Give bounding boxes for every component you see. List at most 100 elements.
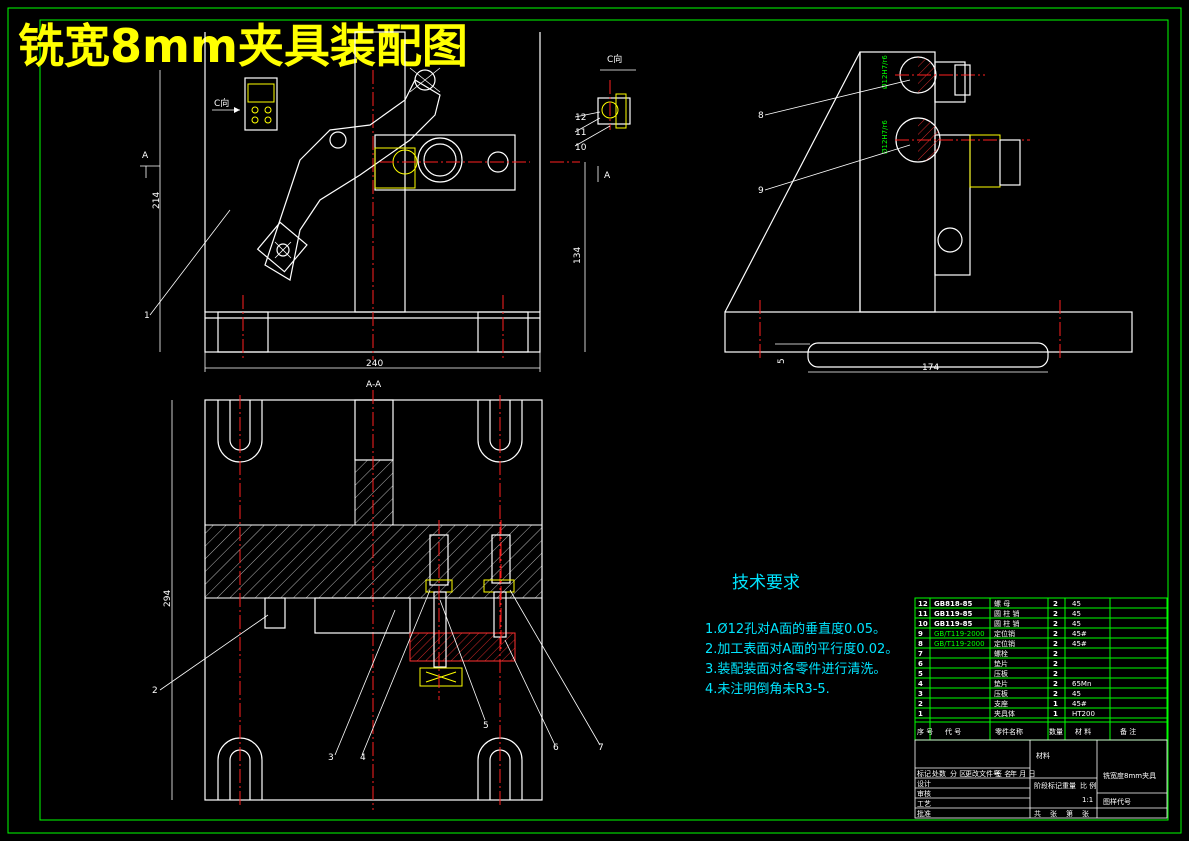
bom-row-qty: 1 xyxy=(1053,700,1058,708)
bom-row-no: 5 xyxy=(918,670,923,678)
bom-row-qty: 2 xyxy=(1053,680,1058,688)
bom-row-no: 11 xyxy=(918,610,928,618)
dim-5: 5 xyxy=(777,358,787,364)
balloon-4: 4 xyxy=(360,753,366,763)
bom-row-mat: 45 xyxy=(1072,610,1081,618)
bom-row-no: 8 xyxy=(918,640,923,648)
bom-row-qty: 2 xyxy=(1053,690,1058,698)
bom-header-name: 零件名称 xyxy=(995,727,1023,736)
bom-row-code: GB119-85 xyxy=(934,620,972,628)
dim-174: 174 xyxy=(922,363,939,373)
bom-row-name: 垫片 xyxy=(994,659,1008,668)
tol-a: Ø12H7/r6 xyxy=(881,55,889,89)
bom-row-name: 垫片 xyxy=(994,679,1008,688)
bom-row-code: GB/T119-2000 xyxy=(934,630,985,638)
bom-row-qty: 1 xyxy=(1053,710,1058,718)
bom-header-note: 备 注 xyxy=(1120,727,1136,736)
balloon-1: 1 xyxy=(144,311,150,321)
bom-row-mat: 65Mn xyxy=(1072,680,1091,688)
balloon-10: 10 xyxy=(575,143,587,153)
tb-row-label: 更改文件号 xyxy=(965,769,1000,778)
bom-row-name: 圆 柱 销 xyxy=(994,609,1019,618)
bom-row-qty: 2 xyxy=(1053,600,1058,608)
tech-req-item-2: 2.加工表面对A面的平行度0.02。 xyxy=(705,641,898,657)
tech-requirements: 技术要求 1.Ø12孔对A面的垂直度0.05。 2.加工表面对A面的平行度0.0… xyxy=(705,573,898,697)
bom-row-qty: 2 xyxy=(1053,640,1058,648)
bom-row-name: 压板 xyxy=(994,669,1008,678)
bom-row-no: 2 xyxy=(918,700,923,708)
bom-row-mat: 45 xyxy=(1072,600,1081,608)
outer-border xyxy=(7,7,1182,834)
section-arrow-left: A xyxy=(142,151,149,161)
drawing-title: 铣宽8mm夹具装配图 xyxy=(18,19,468,73)
tb-drawing-name: 铣宽度8mm夹具 xyxy=(1103,771,1156,780)
tech-req-item-3: 3.装配装面对各零件进行清洗。 xyxy=(705,661,886,677)
bom-row-name: 圆 柱 销 xyxy=(994,619,1019,628)
bom-row-no: 12 xyxy=(918,600,928,608)
balloon-7: 7 xyxy=(598,743,604,753)
bom-row-mat: 45# xyxy=(1072,700,1087,708)
bom-row-name: 夹具体 xyxy=(994,709,1015,718)
bom-row-name: 压板 xyxy=(994,689,1008,698)
bom-row-name: 支座 xyxy=(994,699,1008,708)
bom-row-mat: 45 xyxy=(1072,690,1081,698)
balloon-8: 8 xyxy=(758,111,764,121)
tb-row-label: 签 名 xyxy=(995,769,1011,778)
bom-row-name: 螺栓 xyxy=(994,649,1008,658)
balloon-9: 9 xyxy=(758,186,764,196)
inner-border xyxy=(39,19,1169,821)
bom-row-qty: 2 xyxy=(1053,620,1058,628)
tb-stage-label: 阶段标记 xyxy=(1034,781,1062,790)
balloon-5: 5 xyxy=(483,721,489,731)
bom-header-code: 代 号 xyxy=(945,727,961,736)
c-view-label-top: C向 xyxy=(607,53,622,65)
tb-sheet-label: 张 xyxy=(1082,809,1089,818)
balloon-2: 2 xyxy=(152,686,158,696)
bom-row-mat: 45# xyxy=(1072,630,1087,638)
bom-row-no: 6 xyxy=(918,660,923,668)
balloon-12: 12 xyxy=(575,113,586,123)
balloon-3: 3 xyxy=(328,753,334,763)
bom-row-name: 定位销 xyxy=(994,629,1015,638)
bom-row-qty: 2 xyxy=(1053,630,1058,638)
dim-134: 134 xyxy=(573,247,583,264)
front-view: C向 A A 214 134 240 1 xyxy=(140,31,611,372)
tb-row-label: 标记 xyxy=(917,769,931,778)
bom-header-no: 序 号 xyxy=(917,727,933,736)
balloon-11: 11 xyxy=(575,128,586,138)
tb-row-label: 处数 xyxy=(932,769,946,778)
tb-side-label: 工艺 xyxy=(917,800,931,808)
tb-row-label: 年 月 日 xyxy=(1010,769,1035,778)
bom-row-no: 1 xyxy=(918,710,923,718)
section-view: A-A 294 2 xyxy=(152,380,604,810)
title-block: 材料 铣宽度8mm夹具 图样代号 1:1 标记处数分 区更改文件号签 名年 月 … xyxy=(914,739,1168,819)
bom-row-mat: 45# xyxy=(1072,640,1087,648)
c-view-label-left: C向 xyxy=(214,97,229,109)
bom-row-code: GB818-85 xyxy=(934,600,972,608)
bom-row-code: GB/T119-2000 xyxy=(934,640,985,648)
bom-header-qty: 数量 xyxy=(1049,727,1063,736)
tb-side-label: 审核 xyxy=(917,789,931,798)
bom-row-no: 4 xyxy=(918,680,923,688)
side-view: 174 5 Ø12H7/r6 Ø12H7/r6 8 9 xyxy=(724,51,1133,373)
bom-row-qty: 2 xyxy=(1053,610,1058,618)
tb-stage-label: 比 例 xyxy=(1080,781,1096,790)
section-label: A-A xyxy=(366,380,382,390)
tb-sheet-label: 共 xyxy=(1034,809,1041,818)
tol-b: Ø12H7/r6 xyxy=(881,120,889,154)
tb-row-label: 分 区 xyxy=(950,769,966,778)
section-arrow-right: A xyxy=(604,171,611,181)
bom-row-qty: 2 xyxy=(1053,660,1058,668)
tb-sheet-label: 第 xyxy=(1066,809,1073,818)
bom-header-mat: 材 料 xyxy=(1075,727,1091,736)
bom-row-no: 3 xyxy=(918,690,923,698)
bom-row-qty: 2 xyxy=(1053,670,1058,678)
bom-row-mat: 45 xyxy=(1072,620,1081,628)
tb-stage-label: 重量 xyxy=(1062,782,1076,790)
bom-row-code: GB119-85 xyxy=(934,610,972,618)
dim-214: 214 xyxy=(152,192,162,209)
tb-scale: 1:1 xyxy=(1082,796,1093,804)
bom-row-mat: HT200 xyxy=(1072,710,1095,718)
